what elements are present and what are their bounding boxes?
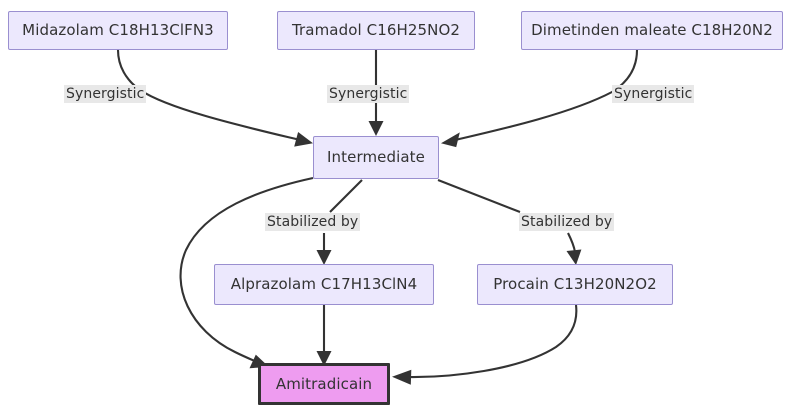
- node-procain[interactable]: Procain C13H20N2O2: [477, 264, 673, 305]
- arrowhead-intermediate-to-alprazolam: [316, 250, 332, 265]
- node-procain-label: Procain C13H20N2O2: [493, 275, 657, 293]
- edge-label-intermediate-procain-text: Stabilized by: [521, 214, 613, 230]
- node-dimetinden-maleate[interactable]: Dimetinden maleate C18H20N2: [521, 11, 783, 50]
- edge-label-dimetinden-intermediate-text: Synergistic: [614, 86, 693, 102]
- arrowhead-dimetinden-to-intermediate: [441, 132, 460, 148]
- arrowhead-procain-to-amitradicain: [392, 369, 412, 385]
- arrowhead-tramadol-to-intermediate: [368, 121, 384, 136]
- edge-label-tramadol-intermediate-text: Synergistic: [329, 86, 408, 102]
- edge-label-intermediate-alprazolam: Stabilized by: [265, 213, 361, 231]
- edge-label-midazolam-intermediate-text: Synergistic: [66, 86, 145, 102]
- edge-label-dimetinden-intermediate: Synergistic: [612, 85, 695, 103]
- edge-dimetinden-to-intermediate: [454, 49, 639, 142]
- node-tramadol-label: Tramadol C16H25NO2: [291, 21, 461, 39]
- node-alprazolam[interactable]: Alprazolam C17H13ClN4: [214, 264, 434, 305]
- node-alprazolam-label: Alprazolam C17H13ClN4: [230, 275, 418, 293]
- edge-label-intermediate-procain: Stabilized by: [519, 213, 615, 231]
- edge-label-midazolam-intermediate: Synergistic: [64, 85, 147, 103]
- node-amitradicain[interactable]: Amitradicain: [258, 363, 390, 405]
- edge-intermediate-to-procain: [437, 179, 521, 213]
- edge-intermediate-to-procain-lower: [567, 232, 577, 253]
- node-dimetinden-maleate-label: Dimetinden maleate C18H20N2: [531, 21, 773, 39]
- node-amitradicain-label: Amitradicain: [275, 374, 373, 393]
- node-intermediate-label: Intermediate: [327, 148, 425, 166]
- edge-label-intermediate-alprazolam-text: Stabilized by: [267, 214, 359, 230]
- node-midazolam[interactable]: Midazolam C18H13ClFN3: [8, 11, 228, 50]
- node-intermediate[interactable]: Intermediate: [313, 136, 439, 179]
- edge-intermediate-to-alprazolam: [329, 179, 363, 213]
- node-midazolam-label: Midazolam C18H13ClFN3: [22, 21, 214, 39]
- edge-procain-to-amitradicain: [404, 304, 578, 379]
- arrowhead-midazolam-to-intermediate: [294, 132, 313, 147]
- node-tramadol[interactable]: Tramadol C16H25NO2: [277, 11, 475, 50]
- edge-label-tramadol-intermediate: Synergistic: [327, 85, 410, 103]
- arrowhead-intermediate-to-procain: [566, 249, 582, 265]
